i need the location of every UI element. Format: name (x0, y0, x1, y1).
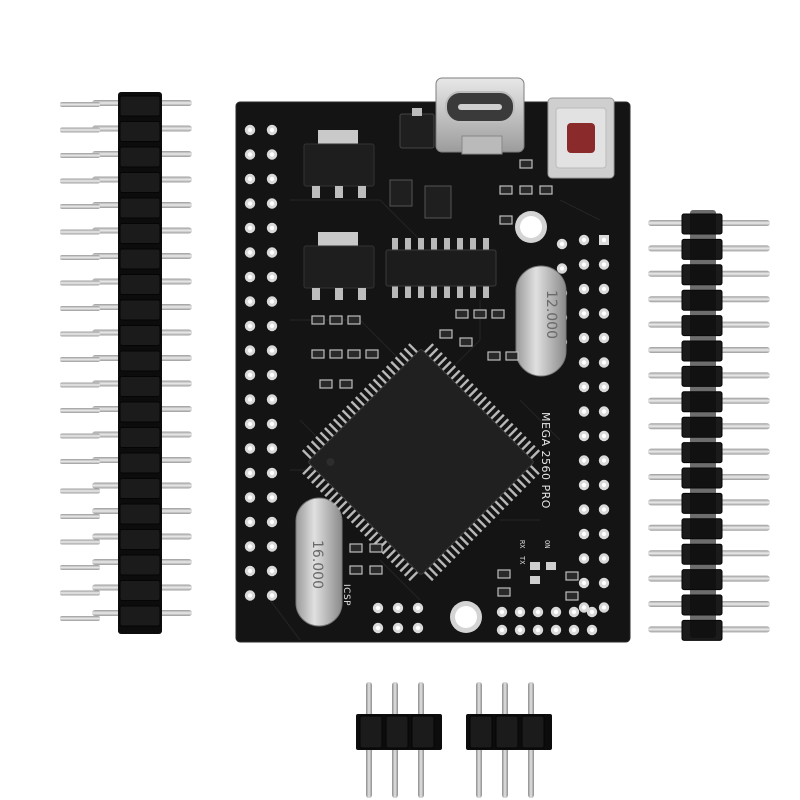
status-leds (530, 562, 556, 584)
on-label: ON (543, 540, 551, 548)
icsp-label: ICSP (341, 584, 351, 606)
right-pin-header (648, 210, 770, 641)
crystal-main-label: 16.000 (309, 540, 325, 589)
pcb-board: 12.000 16.000 MEGA 2560 PRO ICSP RX TX O… (235, 77, 631, 643)
mounting-hole-top (515, 211, 547, 243)
crystal-main: 16.000 (295, 497, 343, 627)
usb-serial-chip (385, 238, 497, 298)
mounting-hole-bottom (450, 601, 482, 633)
left-pin-header (60, 92, 192, 634)
crystal-usb: 12.000 (515, 265, 567, 377)
voltage-regulator-2 (303, 232, 375, 300)
small-transistor-2 (424, 185, 452, 219)
diode (399, 108, 435, 149)
bottom-pin-headers (356, 682, 552, 798)
usb-c-connector-icon (435, 77, 525, 155)
reset-button-icon (547, 97, 615, 179)
voltage-regulator-1 (303, 130, 375, 198)
crystal-usb-label: 12.000 (543, 290, 559, 339)
microcontroller-chip-icon (301, 343, 541, 582)
board-name-label: MEGA 2560 PRO (539, 412, 552, 509)
tx-label: TX (518, 556, 526, 565)
small-transistor-1 (389, 179, 413, 207)
rx-label: RX (518, 540, 526, 549)
